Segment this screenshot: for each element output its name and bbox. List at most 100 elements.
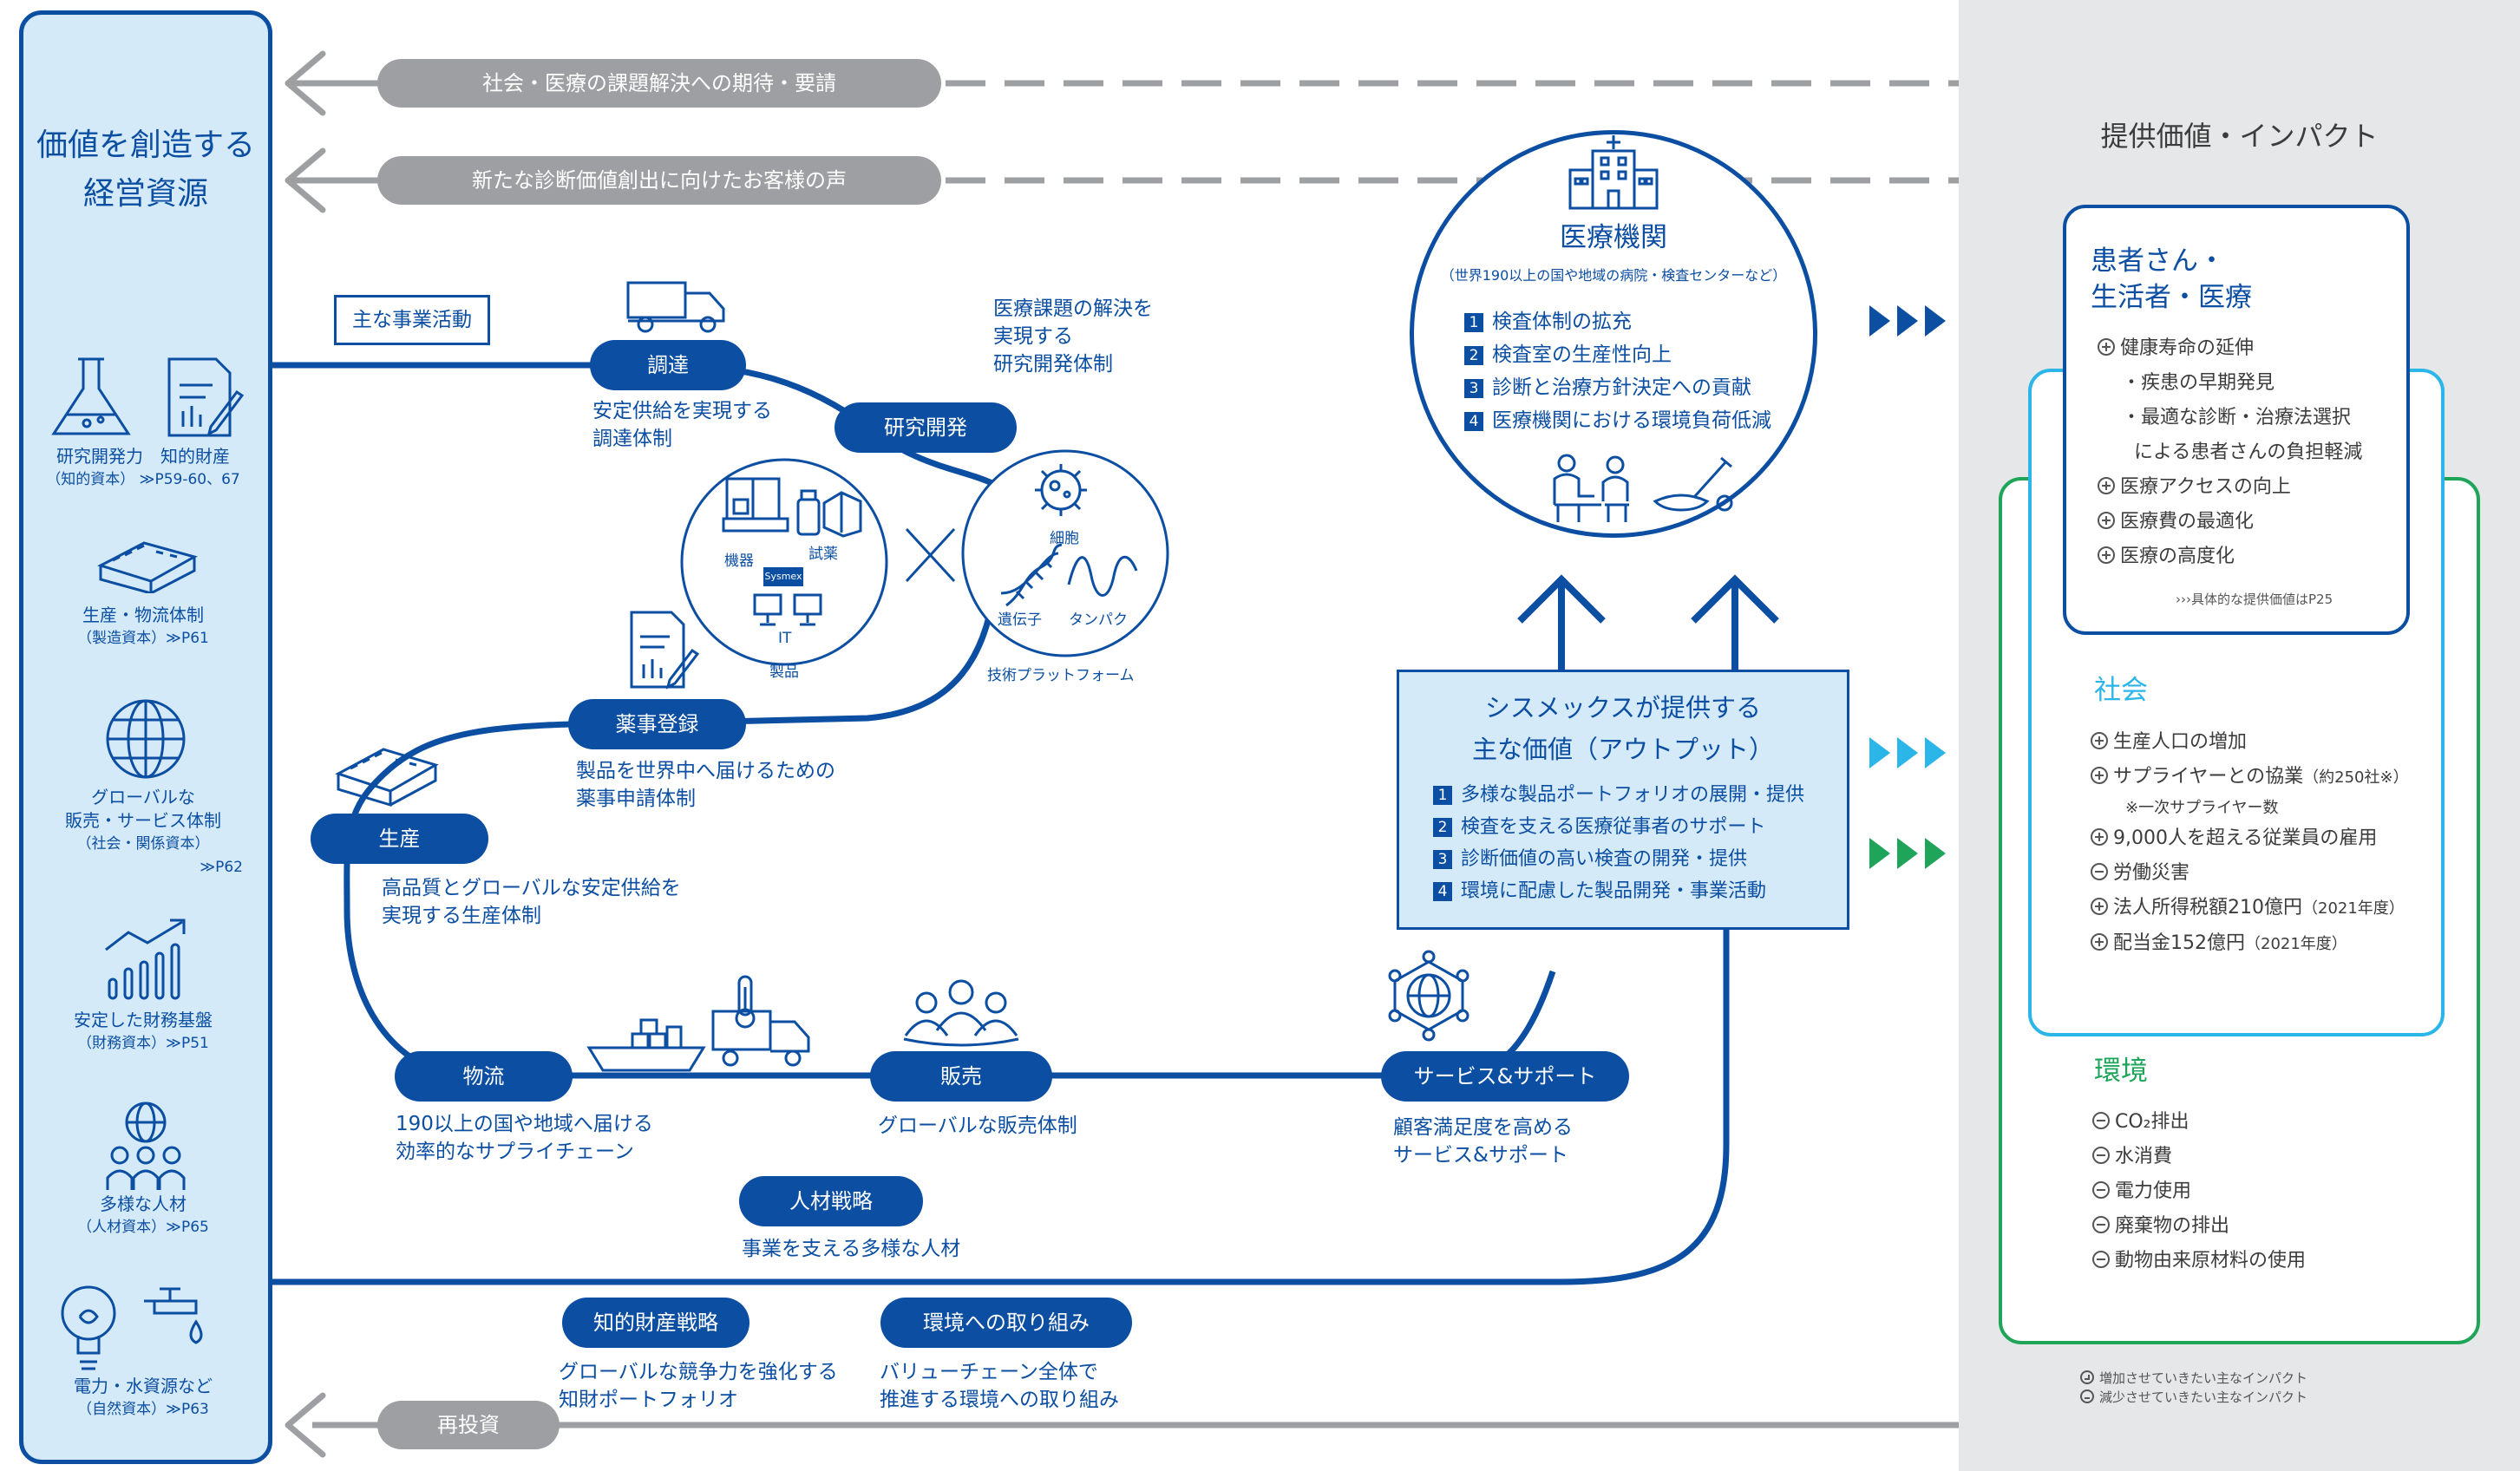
hr-strategy-pill: 人材戦略 bbox=[739, 1176, 923, 1226]
impact-item: 水消費 bbox=[2092, 1140, 2306, 1174]
truck-icon bbox=[626, 281, 725, 333]
patients-impact-box bbox=[2063, 205, 2410, 635]
patients-impact-title: 患者さん・ 生活者・医療 bbox=[2091, 245, 2252, 313]
service-caption: 顧客満足度を高める サービス&サポート bbox=[1393, 1116, 1573, 1167]
environment-impact-title: 環境 bbox=[2094, 1056, 2148, 1087]
service-support-pill: サービス&サポート bbox=[1381, 1051, 1629, 1102]
impact-item: 労働災害 bbox=[2091, 856, 2409, 891]
plus-icon bbox=[2091, 898, 2108, 915]
ip-strategy-pill: 知的財産戦略 bbox=[562, 1298, 749, 1348]
production-caption: 高品質とグローバルな安定供給を 実現する生産体制 bbox=[382, 877, 681, 927]
sales-pill: 販売 bbox=[870, 1051, 1052, 1102]
output-title: シスメックスが提供する 主な価値（アウトプット） bbox=[1471, 693, 1774, 764]
minus-icon bbox=[2092, 1251, 2110, 1268]
production-pill: 生産 bbox=[311, 814, 488, 864]
regulatory-pill: 薬事登録 bbox=[568, 699, 746, 749]
factory-icon bbox=[97, 541, 198, 593]
impact-item: 健康寿命の延伸 bbox=[2098, 331, 2362, 366]
resource-natural-label: 電力・水資源など （自然資本）≫P63 bbox=[74, 1376, 213, 1418]
plus-icon bbox=[2091, 933, 2108, 951]
flask-icon bbox=[51, 357, 131, 435]
environment-impact-list: CO₂排出 水消費 電力使用 廃棄物の排出 動物由来原材料の使用 bbox=[2092, 1105, 2306, 1278]
patients-impact-ref: ›››具体的な提供価値はP25 bbox=[2176, 592, 2333, 607]
environment-initiatives-pill: 環境への取り組み bbox=[880, 1298, 1132, 1348]
impact-item: 9,000人を超える従業員の雇用 bbox=[2091, 821, 2409, 856]
rnd-pill: 研究開発 bbox=[835, 402, 1017, 453]
minus-icon bbox=[2092, 1181, 2110, 1199]
tech-platform-title: 技術プラットフォーム bbox=[987, 667, 1135, 684]
impact-title: 提供価値・インパクト bbox=[2100, 120, 2379, 153]
reagent-icon bbox=[796, 489, 862, 538]
patients-impact-list: 健康寿命の延伸 ・疾患の早期発見 ・最適な診断・治療法選択 による患者さんの負担… bbox=[2098, 331, 2362, 574]
impact-item: 配当金152億円（2021年度） bbox=[2091, 926, 2409, 962]
people-globe-icon bbox=[106, 1102, 186, 1190]
main-activities-label: 主な事業活動 bbox=[334, 295, 490, 345]
it-computers-icon bbox=[753, 593, 822, 626]
minus-icon bbox=[2092, 1147, 2110, 1164]
logistics-caption: 190以上の国や地域へ届ける 効率的なサプライチェーン bbox=[396, 1113, 653, 1163]
resource-production-label: 生産・物流体制 （製造資本）≫P61 bbox=[77, 605, 209, 647]
impact-item: 法人所得税額210億円（2021年度） bbox=[2091, 891, 2409, 926]
impact-legend: 増加させていきたい主なインパクト 減少させていきたい主なインパクト bbox=[2080, 1369, 2307, 1407]
resource-rnd-ip-label: 研究開発力 知的財産 （知的資本） ≫P59-60、67 bbox=[46, 446, 240, 488]
factory-building-icon bbox=[335, 748, 439, 807]
hospital-subtitle: （世界190以上の国や地域の病院・検査センターなど） bbox=[1440, 267, 1787, 284]
instrument-icon bbox=[722, 477, 789, 533]
medical-institutions-circle bbox=[1410, 130, 1817, 538]
sysmex-brand-badge: Sysmex bbox=[763, 567, 803, 586]
plus-icon bbox=[2091, 828, 2108, 846]
plus-icon bbox=[2098, 546, 2115, 564]
impact-item: CO₂排出 bbox=[2092, 1105, 2306, 1140]
dna-icon bbox=[1000, 543, 1063, 607]
plus-icon bbox=[2098, 512, 2115, 529]
rnd-caption: 医療課題の解決を 実現する 研究開発体制 bbox=[993, 297, 1153, 376]
resource-sales-label: グローバルな 販売・サービス体制 （社会・関係資本） ≫P62 bbox=[65, 787, 243, 876]
minus-icon bbox=[2080, 1389, 2094, 1403]
product-device-label: 機器 bbox=[724, 552, 754, 570]
plus-icon bbox=[2080, 1370, 2094, 1384]
impact-item: による患者さんの負担軽減 bbox=[2134, 441, 2363, 463]
society-impact-title: 社会 bbox=[2094, 675, 2148, 706]
bulb-faucet-icon bbox=[61, 1285, 203, 1370]
society-impact-list: 生産人口の増加 サプライヤーとの協業（約250社※） ※一次サプライヤー数 9,… bbox=[2091, 725, 2409, 962]
document-chart-icon bbox=[167, 357, 245, 437]
procurement-pill: 調達 bbox=[590, 340, 746, 390]
impact-item: 生産人口の増加 bbox=[2091, 725, 2409, 760]
product-reagent-label: 試薬 bbox=[808, 546, 838, 563]
customers-group-icon bbox=[903, 979, 1019, 1047]
tech-cell-label: 細胞 bbox=[1050, 530, 1079, 547]
impact-item: ・疾患の早期発見 bbox=[2122, 372, 2275, 394]
plus-icon bbox=[2091, 767, 2108, 784]
growth-chart-icon bbox=[105, 919, 186, 1000]
refrigerated-truck-icon bbox=[711, 975, 810, 1067]
impact-item: 電力使用 bbox=[2092, 1174, 2306, 1209]
regulatory-caption: 製品を世界中へ届けるための 薬事申請体制 bbox=[576, 760, 835, 810]
protein-icon bbox=[1067, 555, 1138, 597]
hospital-icon bbox=[1568, 135, 1659, 210]
impact-item: 医療アクセスの向上 bbox=[2098, 470, 2362, 505]
impact-item: 医療の高度化 bbox=[2098, 539, 2362, 574]
doctor-patient-icon bbox=[1553, 454, 1733, 522]
logistics-pill: 物流 bbox=[395, 1051, 573, 1102]
procurement-caption: 安定供給を実現する 調達体制 bbox=[592, 400, 772, 450]
service-network-icon bbox=[1388, 950, 1469, 1042]
minus-icon bbox=[2092, 1112, 2110, 1129]
hospital-title: 医療機関 bbox=[1560, 222, 1667, 253]
feedback-expectations-pill: 社会・医療の課題解決への期待・要請 bbox=[377, 59, 941, 108]
tech-gene-label: 遺伝子 bbox=[998, 611, 1042, 629]
impact-item: ・最適な診断・治療法選択 bbox=[2122, 407, 2352, 428]
ip-caption: グローバルな競争力を強化する 知財ポートフォリオ bbox=[559, 1361, 838, 1411]
impact-item: 医療費の最適化 bbox=[2098, 505, 2362, 539]
minus-icon bbox=[2091, 863, 2108, 880]
product-it-label: IT bbox=[778, 630, 792, 647]
sales-caption: グローバルな販売体制 bbox=[878, 1115, 1077, 1137]
products-title: 製品 bbox=[769, 664, 799, 681]
environment-caption: バリューチェーン全体で 推進する環境への取り組み bbox=[880, 1361, 1119, 1411]
reinvestment-pill: 再投資 bbox=[377, 1401, 560, 1449]
